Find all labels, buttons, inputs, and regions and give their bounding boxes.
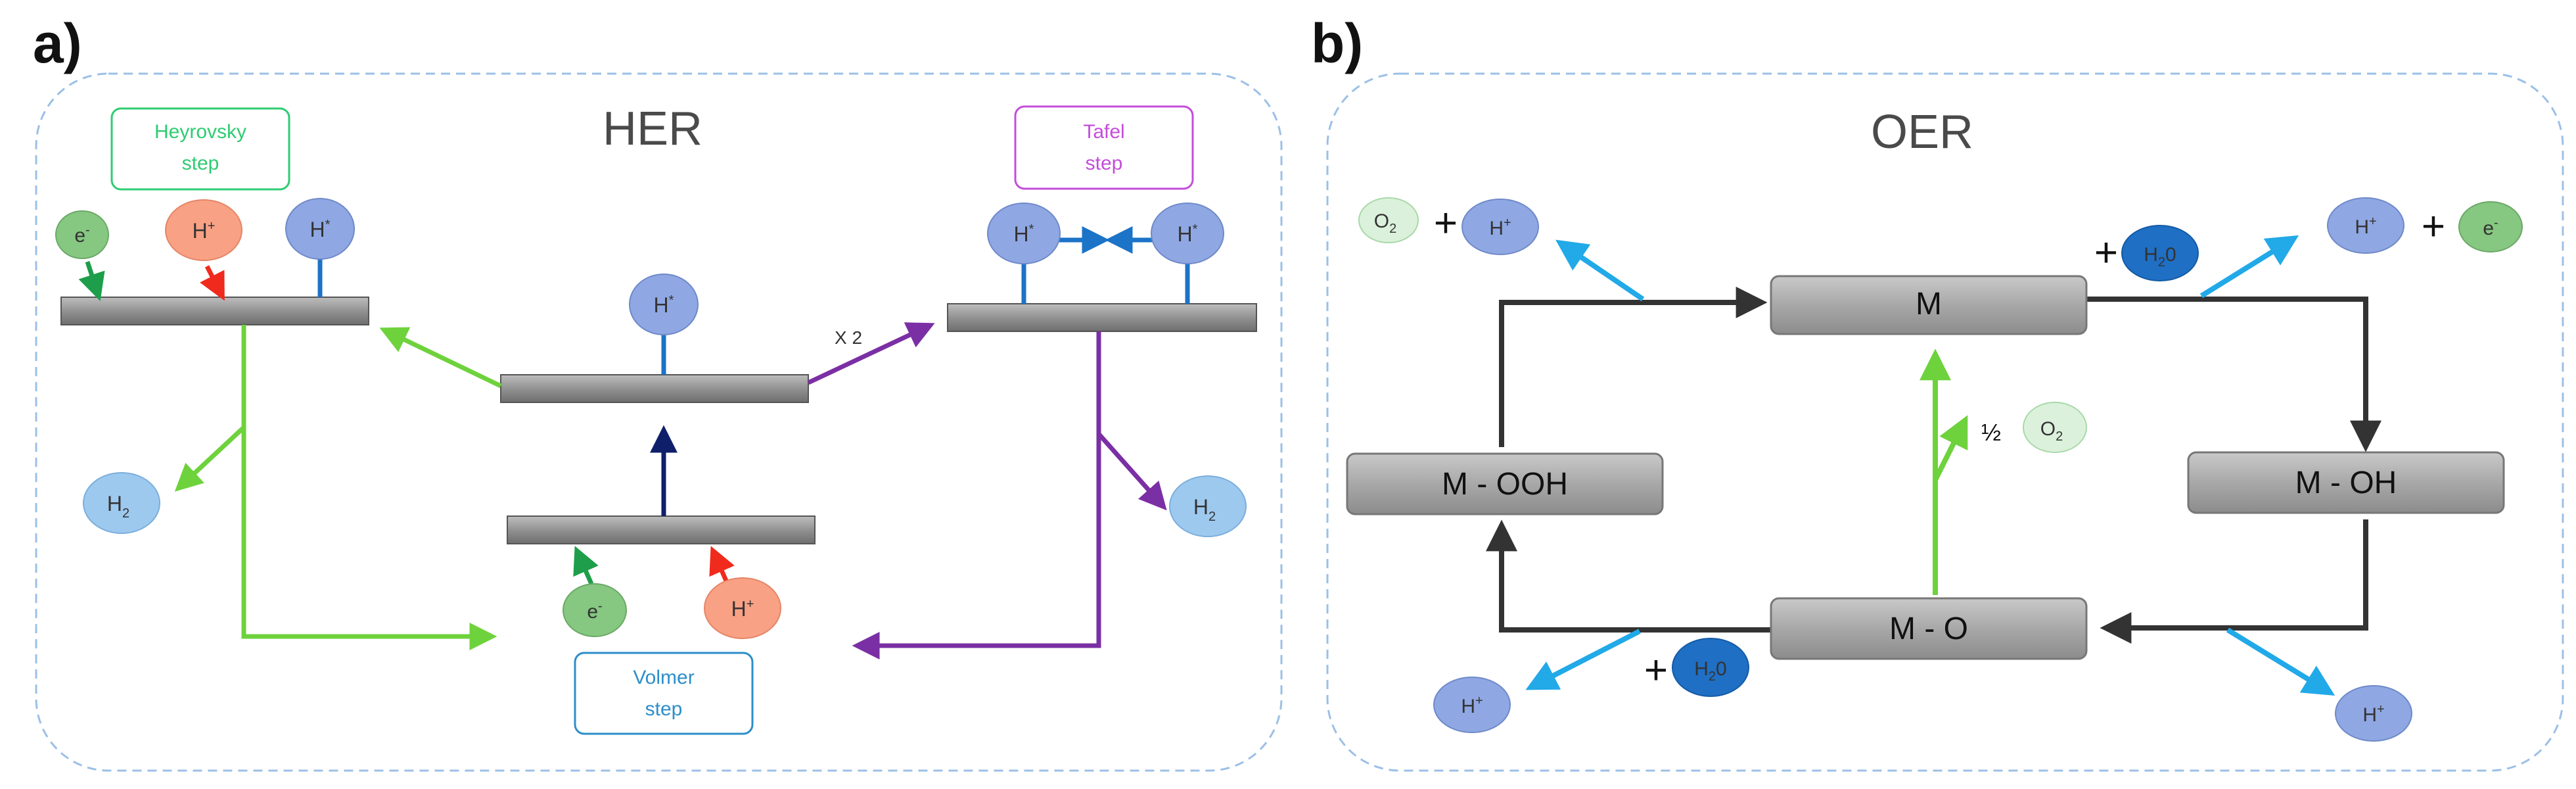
x2-label: X 2 xyxy=(835,327,862,348)
center-to-heyrovsky-arrow xyxy=(379,327,502,389)
oer-o2-center: O2 xyxy=(2023,402,2087,453)
heyrovsky-electron-arrow xyxy=(78,260,105,301)
state-m-ooh: M - OOH xyxy=(1346,452,1664,515)
oer-hplus-topright: H+ xyxy=(2327,197,2404,254)
o-to-ooh-arrow xyxy=(1486,519,1771,633)
svg-text:H*: H* xyxy=(1014,222,1034,246)
svg-text:e-: e- xyxy=(587,599,602,623)
state-m: M xyxy=(1770,275,2088,335)
svg-text:H+: H+ xyxy=(731,597,754,621)
svg-text:H20: H20 xyxy=(2144,244,2176,270)
plus-sign-topleft: + xyxy=(1434,201,1458,246)
svg-text:O2: O2 xyxy=(1374,210,1396,236)
state-m-oh-label: M - OH xyxy=(2295,466,2397,500)
svg-text:H+: H+ xyxy=(193,219,216,243)
ooh-to-m-arrow xyxy=(1499,287,1768,447)
tafel-return-arrow xyxy=(852,331,1101,659)
oer-hplus-release-topleft-arrow xyxy=(1555,239,1645,302)
heyrovsky-proton: H+ xyxy=(165,199,242,261)
svg-text:H+: H+ xyxy=(1461,694,1483,717)
tafel-h2-product: H2 xyxy=(1169,475,1247,537)
svg-text:H20: H20 xyxy=(1694,658,1726,684)
oer-hplus-release-bottomleft-arrow xyxy=(1525,629,1641,690)
tafel-h2-release-arrow xyxy=(1097,432,1167,511)
volmer-label-line1: Volmer xyxy=(633,667,694,688)
svg-text:H2: H2 xyxy=(1193,495,1216,524)
state-m-oh: M - OH xyxy=(2187,451,2505,514)
heyrovsky-h2-product: H2 xyxy=(83,472,160,534)
svg-text:e-: e- xyxy=(74,223,89,247)
svg-text:H*: H* xyxy=(654,293,674,317)
center-to-tafel-arrow xyxy=(807,322,935,385)
oer-h2o-bottom: H20 xyxy=(1672,638,1749,697)
oer-hplus-release-bottomright-arrow xyxy=(2226,627,2335,696)
panel-a-label: a) xyxy=(33,12,82,74)
svg-text:H+: H+ xyxy=(1489,216,1511,239)
plus-sign-topright: + xyxy=(2422,204,2445,249)
oer-panel-frame xyxy=(1326,72,2564,772)
tafel-h-adsorbed-right: H* xyxy=(1151,203,1224,264)
svg-text:H*: H* xyxy=(1178,222,1198,246)
oer-title: OER xyxy=(1871,106,1973,158)
svg-text:O2: O2 xyxy=(2040,418,2063,444)
volmer-electron: e- xyxy=(563,583,627,637)
volmer-proton: H+ xyxy=(704,577,781,639)
volmer-proton-arrow xyxy=(709,546,735,586)
oh-to-o-arrow xyxy=(2100,519,2368,644)
tafel-label-line1: Tafel xyxy=(1083,121,1124,143)
state-m-o-label: M - O xyxy=(1889,611,1968,646)
state-m-ooh-label: M - OOH xyxy=(1442,467,1568,502)
center-h-adsorbed: H* xyxy=(629,274,699,335)
m-to-oh-arrow xyxy=(2086,297,2381,452)
panel-b-label: b) xyxy=(1311,12,1363,74)
svg-text:H+: H+ xyxy=(2355,214,2376,238)
her-title: HER xyxy=(603,103,702,155)
tafel-surface xyxy=(947,303,1257,332)
tafel-step-label: Tafel step xyxy=(1014,105,1194,190)
heyrovsky-return-arrow xyxy=(241,325,497,650)
oer-electron-topright: e- xyxy=(2458,201,2523,252)
plus-sign-h2o-bottom: + xyxy=(1644,648,1668,693)
oer-o2-topleft: O2 xyxy=(1358,197,1419,243)
tafel-label-line2: step xyxy=(1086,153,1123,174)
svg-text:H2: H2 xyxy=(107,492,129,521)
heyrovsky-proton-arrow xyxy=(200,265,225,301)
half-o2-release-arrow xyxy=(1933,415,1968,481)
her-panel-frame xyxy=(35,72,1283,772)
state-m-o: M - O xyxy=(1770,597,2088,660)
volmer-label-line2: step xyxy=(645,698,683,720)
oer-hplus-bottomright: H+ xyxy=(2335,685,2412,742)
oer-hplus-topleft: H+ xyxy=(1461,199,1539,255)
state-m-label: M xyxy=(1916,287,1942,322)
svg-text:e-: e- xyxy=(2483,216,2498,239)
center-surface xyxy=(500,374,809,403)
svg-text:H*: H* xyxy=(310,218,331,241)
tafel-h-adsorbed-left: H* xyxy=(987,203,1061,264)
volmer-electron-arrow xyxy=(573,546,599,585)
heyrovsky-h2-release-arrow xyxy=(174,425,246,492)
oer-hplus-release-topright-arrow xyxy=(2199,235,2299,299)
half-coefficient: ½ xyxy=(1981,419,2001,446)
svg-text:H+: H+ xyxy=(2362,702,2384,726)
heyrovsky-label-line2: step xyxy=(182,153,219,174)
heyrovsky-h-adsorbed: H* xyxy=(285,198,355,260)
plus-sign-h2o-top: + xyxy=(2094,230,2118,275)
heyrovsky-label-line1: Heyrovsky xyxy=(154,121,246,143)
volmer-surface xyxy=(507,515,816,544)
heyrovsky-electron: e- xyxy=(55,210,109,259)
heyrovsky-surface xyxy=(60,297,369,325)
oer-hplus-bottomleft: H+ xyxy=(1433,677,1511,733)
oer-h2o-top: H20 xyxy=(2121,225,2199,281)
heyrovsky-step-label: Heyrovsky step xyxy=(110,107,290,191)
volmer-step-label: Volmer step xyxy=(574,652,754,735)
